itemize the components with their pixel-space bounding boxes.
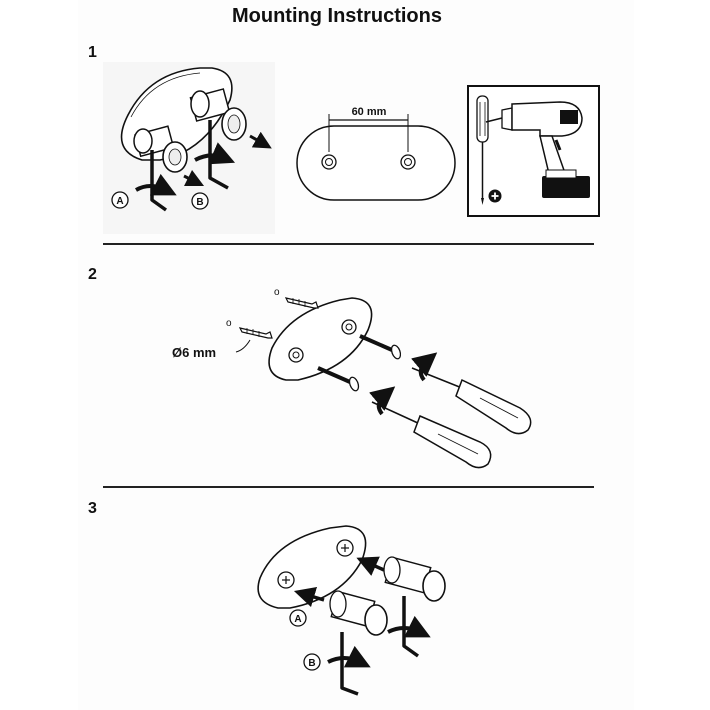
step-1-drill-icon [485, 101, 590, 198]
step-1-number: 1 [88, 44, 97, 61]
step-1-hook-lower [133, 125, 188, 173]
step-1-screwdriver-icon [476, 95, 489, 205]
step-3-marker-a-label: A [294, 614, 301, 625]
step-3-hex-key-a [402, 596, 420, 658]
step-3-hook-upper [383, 556, 446, 602]
step-1-rotate-arrow-a [135, 173, 177, 196]
step-2-screw-upper [359, 334, 402, 360]
step-3-hook-lower [329, 590, 388, 636]
step-3-marker-b-label: B [308, 658, 315, 669]
step-3-marker-a [289, 609, 307, 627]
step-2-screwdriver-upper-icon [411, 367, 532, 435]
divider-2 [103, 486, 594, 488]
step-1-spacing-label: 60 mm [352, 106, 387, 118]
step-2-screw-lower [317, 366, 360, 392]
step-2-rotate-arrow-upper [411, 352, 438, 382]
step-3-rotate-arrow-a [387, 615, 431, 638]
step-1-marker-b [191, 192, 209, 210]
step-1-rotate-arrow-b [194, 142, 236, 165]
step-1-plate-outline [296, 125, 456, 201]
step-1-marker-a-label: A [116, 196, 123, 207]
step-1-marker-a [111, 191, 129, 209]
step-2-diameter-leader [235, 339, 251, 353]
step-2-diameter-label: Ø6 mm [172, 345, 216, 360]
step-3-push-arrow-lower [293, 586, 325, 608]
phillips-plus-icon [488, 189, 502, 203]
step-3-rotate-arrow-b [327, 645, 371, 668]
step-3-push-arrow-upper [356, 556, 385, 576]
step-1-hex-key-a [150, 150, 168, 212]
step-2-base-plate [268, 297, 373, 381]
step-3-base-plate [257, 525, 367, 609]
step-1-hex-key-b [208, 120, 229, 190]
step-2-wall-plug-lower: o [226, 318, 273, 339]
step-1-marker-b-label: B [196, 197, 203, 208]
step-1-pull-arrow-upper [249, 131, 272, 149]
step-1-hook-upper [189, 88, 247, 141]
step-3-number: 3 [88, 500, 97, 517]
step-2-plug-ring-upper: o [274, 287, 280, 298]
divider-1 [103, 243, 594, 245]
page-title: Mounting Instructions [232, 5, 442, 27]
step-3-hex-key-b [340, 632, 359, 696]
step-2-number: 2 [88, 266, 97, 283]
step-2-wall-plug-upper: o [274, 287, 319, 309]
step-1-pull-arrow-lower [183, 169, 205, 187]
step-2-rotate-arrow-lower [369, 386, 396, 416]
step-3-marker-b [303, 653, 321, 671]
step-2-plug-ring-lower: o [226, 318, 232, 329]
